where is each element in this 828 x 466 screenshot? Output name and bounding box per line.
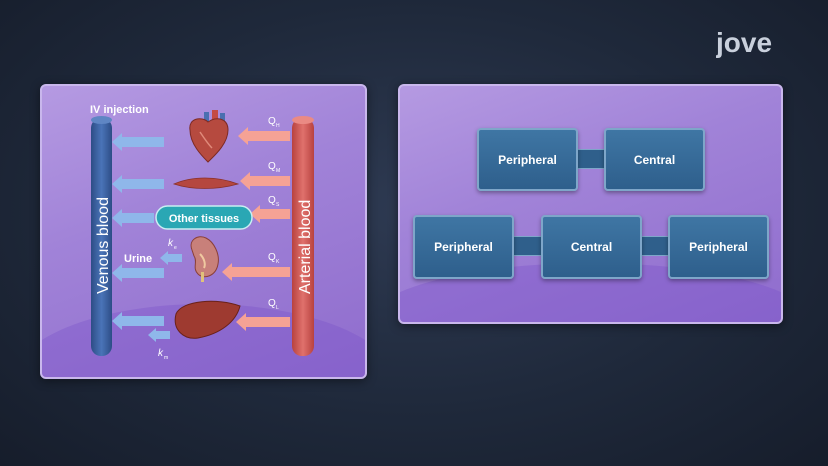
flow-label-qh: Q H xyxy=(268,116,280,129)
svg-text:Q: Q xyxy=(268,116,276,127)
other-tissues-pill: Other tissues xyxy=(155,205,253,230)
svg-text:k: k xyxy=(168,238,174,249)
three-compartment-peripheral-left-box: Peripheral xyxy=(413,215,514,279)
venous-arrows xyxy=(112,133,182,342)
arterial-arrows xyxy=(222,127,290,331)
three-compartment-connector-left xyxy=(508,236,544,256)
jove-logo: jove xyxy=(716,26,788,60)
kidney-icon xyxy=(190,236,219,282)
flow-label-qs: Q S xyxy=(268,195,280,208)
two-compartment-connector xyxy=(572,149,608,169)
arterial-blood-vessel xyxy=(292,116,314,356)
svg-text:m: m xyxy=(164,355,168,361)
two-compartment-peripheral-box: Peripheral xyxy=(477,128,578,191)
arterial-blood-label: Arterial blood xyxy=(297,200,314,294)
physiological-diagram: IV injection Venous blood Arterial blood xyxy=(90,104,314,361)
liver-icon xyxy=(174,300,241,339)
urine-label: Urine xyxy=(124,253,152,265)
svg-text:Q: Q xyxy=(268,252,276,263)
three-compartment-central-box: Central xyxy=(541,215,642,279)
svg-text:H: H xyxy=(276,123,280,129)
venous-blood-label: Venous blood xyxy=(95,197,112,294)
svg-text:K: K xyxy=(276,259,280,265)
svg-text:Q: Q xyxy=(268,298,276,309)
rate-constant-ke: k e xyxy=(168,238,177,251)
svg-text:Other tissues: Other tissues xyxy=(169,213,239,225)
svg-text:k: k xyxy=(158,348,164,359)
rate-constant-km: k m xyxy=(158,348,168,361)
svg-text:Q: Q xyxy=(268,161,276,172)
svg-text:S: S xyxy=(276,202,280,208)
heart-icon xyxy=(189,110,229,163)
iv-injection-label: IV injection xyxy=(90,104,149,116)
svg-text:Q: Q xyxy=(268,195,276,206)
venous-blood-vessel xyxy=(91,116,112,356)
flow-label-qm: Q M xyxy=(268,161,280,174)
svg-text:L: L xyxy=(276,305,279,311)
flow-label-ql: Q L xyxy=(268,298,279,311)
two-compartment-central-box: Central xyxy=(604,128,705,191)
physiological-model-panel: IV injection Venous blood Arterial blood xyxy=(40,84,367,379)
svg-text:M: M xyxy=(276,168,280,174)
svg-text:e: e xyxy=(174,245,177,251)
compartment-model-panel xyxy=(398,84,783,324)
muscle-icon xyxy=(172,177,240,189)
flow-label-qk: Q K xyxy=(268,252,280,265)
logo-text: jove xyxy=(716,27,772,58)
three-compartment-peripheral-right-box: Peripheral xyxy=(668,215,769,279)
three-compartment-connector-right xyxy=(636,236,672,256)
